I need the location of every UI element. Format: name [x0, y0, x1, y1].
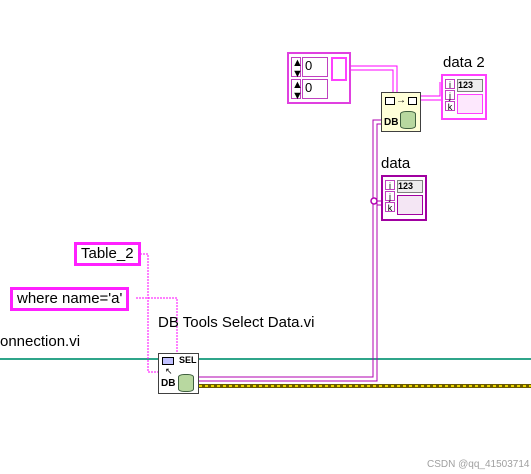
data-type-icon [408, 97, 417, 105]
watermark: CSDN @qq_41503714 [427, 459, 530, 470]
condition-wire[interactable] [136, 297, 178, 355]
data2-number-type: 123 [457, 79, 483, 92]
convert-database-icon [400, 111, 416, 129]
select-vi-label: DB Tools Select Data.vi [158, 314, 315, 331]
database-icon [178, 374, 194, 392]
convert-arrow-icon: → [396, 95, 406, 106]
data2-index-i: i [445, 79, 455, 90]
variant-icon [385, 97, 395, 105]
convert-db-text: DB [384, 117, 399, 128]
data2-index-j: j [445, 90, 455, 101]
data2-index-k: k [445, 101, 455, 112]
array-col-index[interactable]: ▲▼ [291, 79, 303, 102]
wire-junction [370, 197, 378, 205]
data2-indicator-label: data 2 [443, 54, 485, 71]
data-indicator[interactable]: i j k 123 [381, 175, 427, 221]
condition-constant[interactable]: where name='a' [10, 287, 130, 311]
data-index-j: j [385, 191, 395, 202]
data-indicator-label: data [381, 155, 411, 172]
data-index-i: i [385, 180, 395, 191]
data2-indicator[interactable]: i j k 123 [441, 74, 487, 120]
convert-subvi[interactable]: → DB [381, 92, 421, 132]
sel-text: SEL [179, 355, 197, 365]
data-number-type: 123 [397, 180, 423, 193]
data-cluster-element [397, 195, 423, 215]
arrow-icon: ↖ [165, 366, 173, 376]
array-row-value[interactable]: 0 [302, 57, 328, 77]
table-icon [162, 357, 174, 365]
connection-vi-label: onnection.vi [0, 333, 81, 350]
table-name-wire[interactable] [137, 253, 158, 373]
array-wire[interactable] [351, 65, 398, 92]
data-wire[interactable] [199, 119, 383, 382]
array-row-index[interactable]: ▲▼ [291, 57, 303, 80]
table-name-constant[interactable]: Table_2 [74, 242, 141, 266]
select-subvi-top: SEL ↖ [159, 354, 198, 376]
db-text: DB [161, 378, 176, 389]
array-col-value[interactable]: 0 [302, 79, 328, 99]
data-index-k: k [385, 202, 395, 213]
select-data-subvi[interactable]: SEL ↖ DB [158, 353, 199, 394]
array-element[interactable] [331, 57, 347, 81]
data2-string-element [457, 94, 483, 114]
array-constant[interactable]: ▲▼ ▲▼ 0 0 [287, 52, 351, 104]
